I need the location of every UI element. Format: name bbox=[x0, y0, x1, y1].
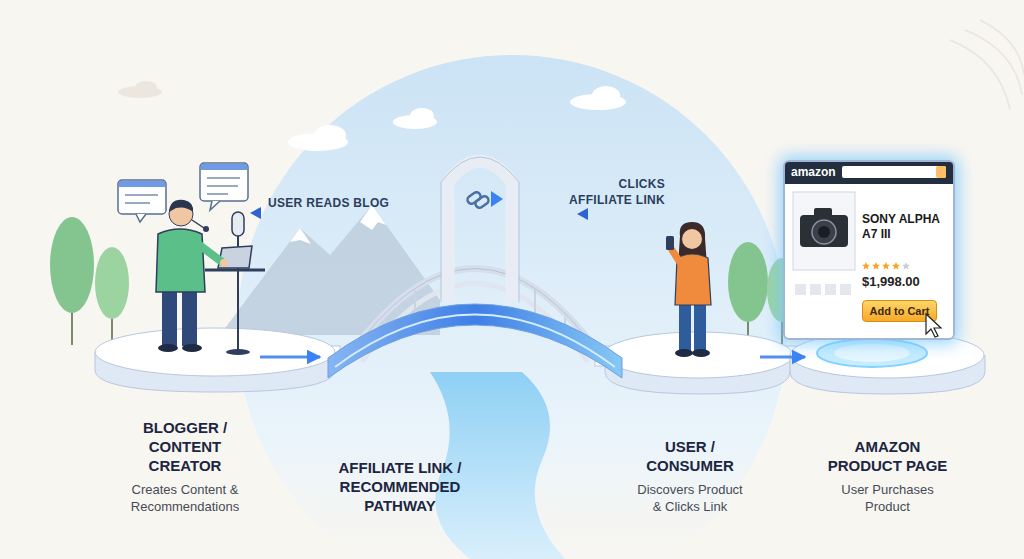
blogger-figure bbox=[156, 200, 265, 355]
search-button bbox=[936, 166, 946, 178]
node-description: Creates Content & Recommendations bbox=[120, 481, 250, 515]
camera-image bbox=[793, 192, 855, 270]
node-heading: BLOGGER / CONTENT CREATOR bbox=[115, 418, 255, 475]
node-heading: AFFILIATE LINK / RECOMMENDED PATHWAY bbox=[330, 458, 470, 515]
platform-node: BLOGGER / CONTENT CREATOR Creates Content… bbox=[110, 330, 260, 515]
node-description: User Purchases Product bbox=[835, 481, 940, 515]
bridge bbox=[328, 157, 622, 378]
amazon-platform bbox=[790, 332, 985, 394]
button-text: Add to Cart bbox=[870, 305, 930, 317]
product-name: SONY ALPHA A7 III bbox=[862, 212, 948, 242]
node-description: Discovers Product & Clicks Link bbox=[634, 481, 746, 515]
blogger-platform bbox=[95, 328, 340, 392]
node-heading: USER / CONSUMER bbox=[643, 437, 738, 475]
corner-swirl bbox=[950, 20, 1024, 110]
flow-label: CLICKS AFFILIATE LINK bbox=[565, 176, 665, 208]
search-bar bbox=[842, 166, 946, 178]
user-figure bbox=[666, 222, 711, 357]
product-card: amazonSONY ALPHA A7 III $1,998.00Add to C… bbox=[783, 160, 955, 340]
platform-node: USER / CONSUMER Discovers Product & Click… bbox=[620, 330, 760, 515]
rating-stars bbox=[862, 262, 910, 270]
side-clouds bbox=[118, 81, 162, 98]
clouds bbox=[288, 86, 626, 151]
thumbnails bbox=[795, 284, 851, 295]
flow-arrow bbox=[260, 356, 320, 359]
flow-label: USER READS BLOG bbox=[268, 195, 413, 211]
platform-node: AMAZON PRODUCT PAGE User Purchases Produc… bbox=[805, 330, 970, 515]
flow-arrow bbox=[760, 356, 805, 359]
mouse-cursor bbox=[926, 314, 941, 337]
cart-button: Add to Cart bbox=[862, 300, 937, 322]
node-heading: AMAZON PRODUCT PAGE bbox=[825, 437, 950, 475]
product-price: $1,998.00 bbox=[862, 274, 948, 290]
bridge-node: AFFILIATE LINK / RECOMMENDED PATHWAY bbox=[320, 300, 480, 515]
brand-logo: amazon bbox=[791, 165, 841, 180]
